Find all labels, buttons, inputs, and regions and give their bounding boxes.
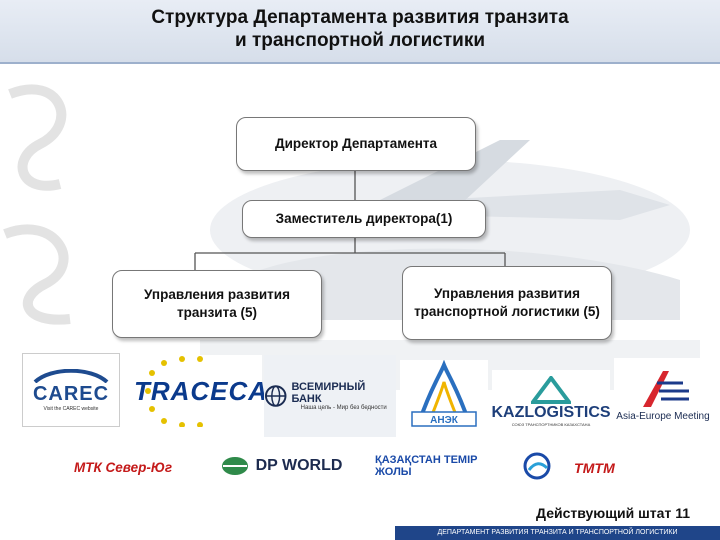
worldbank-text: ВСЕМИРНЫЙ БАНК: [291, 381, 366, 405]
ktz-emblem-icon: [523, 452, 551, 480]
org-box-director: Директор Департамента: [236, 117, 476, 171]
org-box-logistics: Управления развития транспортной логисти…: [402, 266, 612, 340]
asem-logo: Asia-Europe Meeting: [614, 358, 712, 430]
tmtm-label: ТМТМ: [574, 460, 615, 476]
carec-text: CAREC: [32, 382, 110, 405]
anek-text: АНЭК: [430, 415, 459, 426]
mtk-label: МТК Север-Юг: [74, 460, 173, 475]
decorative-ornament: [3, 84, 71, 325]
carec-subtext: Visit the CAREC website: [43, 405, 99, 412]
globe-icon: [264, 385, 287, 407]
anek-logo: АНЭК: [400, 360, 488, 430]
kazlogistics-triangle-icon: [531, 375, 571, 404]
org-box-transit: Управления развития транзита (5): [112, 270, 322, 338]
asem-emblem-icon: [643, 370, 689, 407]
title-line-2: и транспортной логистики: [234, 30, 486, 51]
director-label: Директор Департамента: [274, 136, 437, 151]
worldbank-logo: ВСЕМИРНЫЙ БАНК Наша цель - Мир без бедно…: [264, 355, 396, 437]
title-line-1: Структура Департамента развития транзита: [151, 7, 569, 28]
title-band: [0, 0, 720, 64]
kazlogistics-text: KAZLOGISTICS: [491, 403, 611, 421]
asem-text: Asia-Europe Meeting: [616, 410, 710, 422]
traceca-logo: TRACECA: [134, 355, 267, 427]
transit-dept-label: Управления развития транзита (5): [144, 287, 290, 320]
page-title: Структура Департамента развития транзита…: [0, 6, 720, 52]
kazlogistics-subtext: СОЮЗ ТРАНСПОРТНИКОВ КАЗАХСТАНА: [511, 421, 591, 427]
ktz-text: ҚАЗАҚСТАН ТЕМІР ЖОЛЫ: [375, 454, 478, 478]
carec-logo: CAREC Visit the CAREC website: [22, 353, 120, 427]
deputy-label: Заместитель директора(1): [275, 211, 453, 226]
dpworld-text: DP WORLD: [255, 457, 343, 474]
ktz-logo: ҚАЗАҚСТАН ТЕМІР ЖОЛЫ: [375, 447, 551, 485]
dpworld-logo: DP WORLD: [208, 452, 354, 480]
worldbank-subtext: Наша цель - Мир без бедности: [300, 405, 387, 411]
footer-bar: ДЕПАРТАМЕНТ РАЗВИТИЯ ТРАНЗИТА И ТРАНСПОР…: [395, 526, 720, 540]
org-box-deputy: Заместитель директора(1): [242, 200, 486, 238]
anek-emblem-icon: АНЭК: [411, 360, 477, 427]
dpworld-globe-icon: [221, 457, 248, 475]
traceca-text: TRACECA: [133, 375, 269, 406]
eu-stars-icon: [145, 356, 203, 427]
staff-count: Действующий штат 11: [536, 505, 690, 521]
carec-arc-icon: [33, 368, 109, 383]
kazlogistics-logo: KAZLOGISTICS СОЮЗ ТРАНСПОРТНИКОВ КАЗАХСТ…: [491, 370, 611, 432]
logistics-dept-label: Управления развития транспортной логисти…: [414, 286, 600, 319]
